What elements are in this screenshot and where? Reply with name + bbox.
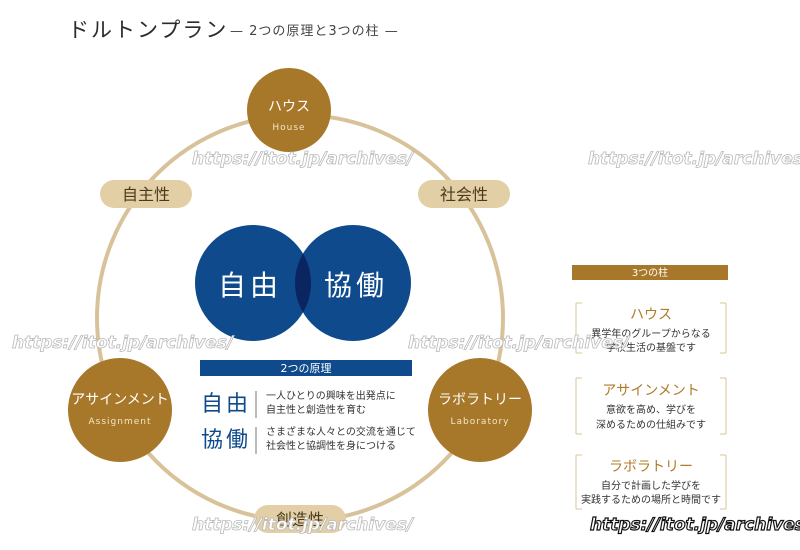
svg-text:アサインメント: アサインメント bbox=[602, 383, 700, 399]
svg-text:https://itot.jp/archives/: https://itot.jp/archives/ bbox=[588, 149, 800, 169]
svg-text:異学年のグループからなる: 異学年のグループからなる bbox=[591, 327, 710, 340]
principles-panel: 2つの原理 自由 一人ひとりの興味を出発点に 自主性と創造性を育む 協働 さまざ… bbox=[200, 360, 416, 454]
svg-text:自主性と創造性を育む: 自主性と創造性を育む bbox=[266, 403, 366, 416]
pillar-house: ハウス House bbox=[247, 68, 331, 152]
cycle-ring bbox=[95, 113, 505, 523]
svg-text:アサインメント: アサインメント bbox=[71, 392, 169, 408]
svg-text:協働: 協働 bbox=[324, 269, 388, 302]
page-subtitle: — 2つの原理と3つの柱 — bbox=[230, 24, 399, 39]
svg-text:https://itot.jp/archives/: https://itot.jp/archives/ bbox=[192, 149, 415, 169]
svg-text:協働: 協働 bbox=[201, 428, 251, 453]
svg-text:さまざまな人々との交流を通じて: さまざまな人々との交流を通じて bbox=[266, 425, 416, 438]
legend-card-assignment: アサインメント 意欲を高め、学びを 深めるための仕組みです bbox=[575, 377, 727, 435]
venn-diagram: 自由 協働 bbox=[195, 225, 411, 341]
svg-text:学校生活の基盤です: 学校生活の基盤です bbox=[606, 341, 696, 354]
quality-sociality: 社会性 bbox=[418, 180, 510, 208]
svg-text:ハウス: ハウス bbox=[630, 307, 672, 323]
svg-text:2つの原理: 2つの原理 bbox=[281, 362, 332, 375]
svg-text:https://itot.jp/archives/: https://itot.jp/archives/ bbox=[408, 333, 631, 353]
svg-text:https://itot.jp/archives/: https://itot.jp/archives/ bbox=[590, 515, 800, 535]
svg-text:深めるための仕組みです: 深めるための仕組みです bbox=[596, 418, 706, 431]
svg-text:ラボラトリー: ラボラトリー bbox=[438, 392, 522, 408]
svg-text:自分で計画した学びを: 自分で計画した学びを bbox=[601, 479, 701, 492]
quality-autonomy: 自主性 bbox=[100, 180, 192, 208]
svg-text:House: House bbox=[272, 123, 305, 133]
svg-text:Assignment: Assignment bbox=[89, 417, 152, 427]
svg-text:一人ひとりの興味を出発点に: 一人ひとりの興味を出発点に bbox=[266, 389, 396, 402]
svg-text:意欲を高め、学びを: 意欲を高め、学びを bbox=[606, 403, 696, 416]
svg-text:https://itot.jp/archives/: https://itot.jp/archives/ bbox=[192, 515, 415, 535]
svg-text:社会性と協調性を身につける: 社会性と協調性を身につける bbox=[266, 439, 396, 452]
legend-card-house: ハウス 異学年のグループからなる 学校生活の基盤です bbox=[575, 302, 727, 354]
svg-text:3つの柱: 3つの柱 bbox=[632, 266, 668, 279]
svg-text:Laboratory: Laboratory bbox=[450, 417, 509, 427]
svg-text:https://itot.jp/archives/: https://itot.jp/archives/ bbox=[12, 333, 235, 353]
pillar-laboratory: ラボラトリー Laboratory bbox=[428, 358, 532, 462]
svg-text:自由: 自由 bbox=[218, 269, 282, 302]
svg-text:ハウス: ハウス bbox=[268, 99, 310, 115]
svg-text:自由: 自由 bbox=[201, 392, 251, 417]
pillar-assignment: アサインメント Assignment bbox=[68, 358, 172, 462]
legend-panel: 3つの柱 ハウス 異学年のグループからなる 学校生活の基盤です アサインメント … bbox=[572, 265, 728, 510]
svg-text:ラボラトリー: ラボラトリー bbox=[609, 459, 693, 475]
svg-text:自主性: 自主性 bbox=[122, 185, 170, 204]
svg-text:創造性: 創造性 bbox=[276, 510, 324, 529]
page-title: ドルトンプラン bbox=[68, 18, 229, 42]
svg-text:社会性: 社会性 bbox=[440, 185, 488, 204]
venn-collaboration bbox=[295, 225, 411, 341]
svg-text:実践するための場所と時間です: 実践するための場所と時間です bbox=[581, 493, 721, 506]
venn-freedom bbox=[195, 225, 311, 341]
legend-card-laboratory: ラボラトリー 自分で計画した学びを 実践するための場所と時間です bbox=[575, 454, 727, 510]
watermarks: https://itot.jp/archives/ https://itot.j… bbox=[12, 149, 800, 536]
quality-creativity: 創造性 bbox=[254, 505, 346, 533]
